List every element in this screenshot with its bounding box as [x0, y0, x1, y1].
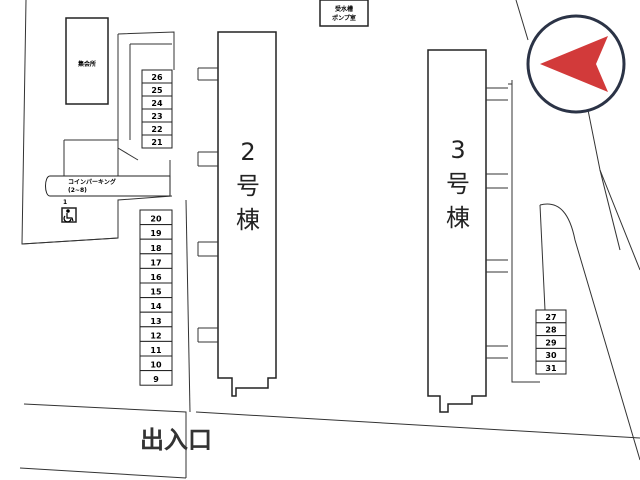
parking-stall-number: 18 [150, 244, 162, 253]
site-boundary [19, 0, 640, 479]
coin-parking-area: コインパーキング (2~8) [45, 175, 171, 197]
parking-stall-number: 27 [545, 313, 556, 322]
parking-stall-number: 19 [150, 229, 162, 238]
water-pump-room: 受水槽 ポンプ室 [319, 0, 369, 27]
accessible-space-number: 1 [63, 199, 67, 206]
parking-column-lower-left: 20 19 18 17 16 15 14 13 12 11 10 9 [139, 209, 173, 386]
parking-stall [139, 370, 173, 386]
parking-stall-number: 31 [545, 364, 557, 373]
building-2-label-2: 棟 [236, 206, 260, 234]
coin-parking-label-2: (2~8) [68, 187, 87, 194]
coin-parking-label-1: コインパーキング [68, 178, 116, 186]
entrance-label: 出入口 [140, 426, 212, 454]
parking-stall-number: 29 [545, 338, 557, 347]
parking-access-path [63, 31, 175, 177]
building-3-label-2: 棟 [446, 204, 470, 232]
building-2: 2 号 棟 [197, 31, 277, 397]
meeting-hall-label: 集会所 [77, 60, 96, 68]
parking-column-right: 27 28 29 30 31 [535, 309, 567, 375]
parking-stall-number: 30 [545, 351, 557, 360]
building-3-label-1: 号 [446, 170, 470, 198]
parking-stall-number: 14 [150, 302, 162, 311]
parking-stall-number: 20 [150, 215, 162, 224]
parking-stall-number: 21 [151, 138, 163, 147]
parking-stall-number: 25 [151, 86, 163, 95]
parking-stall-number: 26 [151, 73, 163, 82]
parking-stall-number: 13 [150, 317, 161, 326]
parking-stall-number: 23 [151, 112, 162, 121]
building-2-label-0: 2 [240, 138, 255, 166]
water-pump-label-2: ポンプ室 [332, 14, 356, 22]
parking-stall-number: 24 [151, 99, 163, 108]
parking-stall-number: 9 [153, 375, 159, 384]
parking-stall-number: 28 [545, 326, 557, 335]
wheelchair-icon [63, 209, 74, 223]
parking-stall-number: 10 [150, 361, 162, 370]
accessible-parking-space: 1 [61, 199, 77, 223]
compass-arrow-icon [526, 14, 626, 114]
water-pump-label-1: 受水槽 [335, 5, 353, 13]
building-3: 3 号 棟 [427, 49, 540, 413]
parking-stall-number: 16 [150, 273, 162, 282]
meeting-hall: 集会所 [65, 17, 109, 105]
building-3-label-0: 3 [450, 136, 465, 164]
parking-stall-number: 15 [150, 288, 162, 297]
parking-stall-number: 12 [150, 331, 161, 340]
parking-stall-number: 22 [151, 125, 162, 134]
building-2-label-1: 号 [236, 172, 260, 200]
parking-column-upper-left: 26 25 24 23 22 21 [141, 69, 173, 149]
parking-stall [141, 134, 173, 149]
parking-stall-number: 17 [150, 258, 161, 267]
parking-stall [535, 360, 567, 375]
parking-stall-number: 11 [150, 346, 162, 355]
